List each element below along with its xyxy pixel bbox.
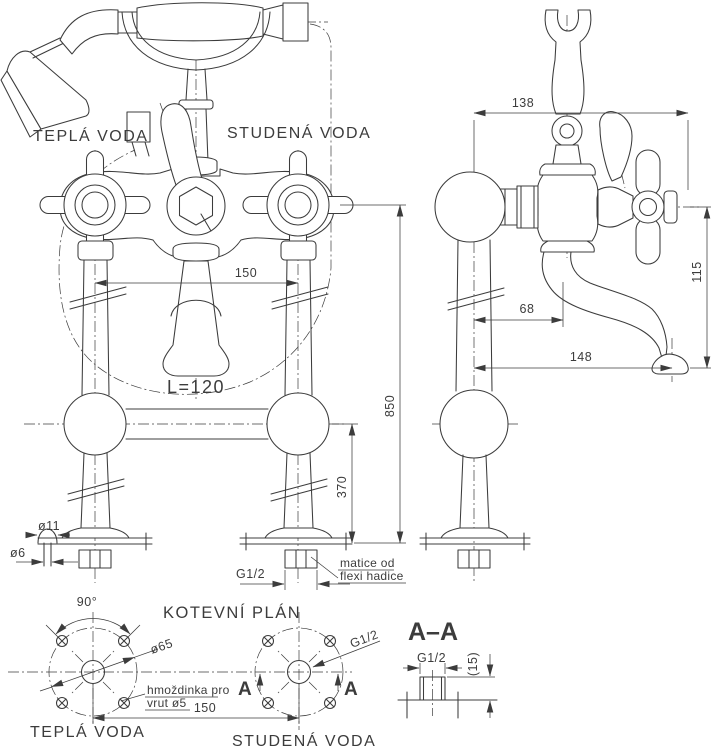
note-nut-line2: flexi hadice — [340, 569, 404, 583]
anchor-screws-cold — [261, 634, 337, 710]
shower-grip — [136, 2, 264, 42]
shower-handle-curve — [59, 9, 119, 55]
hose-fitting — [262, 4, 284, 40]
dim-bolt-circle: ø65 — [148, 636, 174, 657]
note-anchor-line2: vrut ø5 — [147, 696, 186, 710]
diverter-lever — [160, 103, 226, 236]
dim-total-height: 850 — [383, 395, 397, 417]
flexi-hose-path — [58, 23, 332, 395]
cold-handle — [242, 150, 354, 260]
dim-leg-height: 370 — [335, 476, 349, 498]
section-marker-left: A — [238, 679, 252, 700]
label-cold-water-plan: STUDENÁ VODA — [232, 731, 376, 750]
dim-spout-length: L=120 — [167, 377, 225, 397]
section-nut — [419, 670, 446, 716]
plan-title: KOTEVNÍ PLÁN — [163, 603, 301, 622]
hex-nut — [178, 186, 214, 226]
section-marker-right: A — [344, 679, 358, 700]
front-dimensions: 150 L=120 850 370 G1/2 matice od flexi h… — [94, 204, 406, 590]
section-title: A–A — [408, 618, 458, 646]
anchor-screw-detail: ø11 ø6 — [10, 519, 78, 567]
side-handle — [631, 149, 678, 265]
anchor-screws-hot — [55, 634, 131, 710]
hot-handle — [39, 150, 151, 260]
lever-side — [599, 111, 633, 182]
dim-handle-spacing: 150 — [235, 266, 257, 280]
side-riser — [419, 239, 531, 569]
spout-front — [162, 242, 230, 377]
label-hot-water-plan: TEPLÁ VODA — [30, 722, 145, 741]
front-bases — [37, 527, 353, 569]
side-dimensions: 138 115 68 148 — [473, 96, 711, 372]
dim-screw-angle: 90° — [77, 595, 97, 609]
front-view: ø11 ø6 150 L=120 850 370 G1/2 matice od … — [0, 2, 406, 590]
label-hot-water-top: TEPLÁ VODA — [33, 126, 148, 145]
dim-thread-front: G1/2 — [236, 567, 265, 581]
anchor-plan-view: KOTEVNÍ PLÁN 90° ø65 — [8, 595, 380, 750]
dim-spout-axis-offset: 68 — [520, 302, 535, 316]
dim-thread-section: G1/2 — [417, 651, 446, 665]
hose-nipple — [126, 111, 151, 157]
faucet-body-side — [434, 171, 634, 243]
section-view: A–A G1/2 (15) — [397, 618, 498, 719]
dim-anchor-screw-dia: ø6 — [10, 546, 26, 560]
note-anchor-line1: hmoždinka pro — [147, 683, 230, 697]
dim-spout-reach: 148 — [570, 350, 592, 364]
dim-depth: 138 — [512, 96, 534, 110]
side-view: 138 115 68 148 — [419, 9, 711, 583]
dim-anchor-head-dia: ø11 — [38, 519, 60, 533]
shower-fork — [539, 9, 596, 176]
plan-flange-hot: 90° ø65 hmoždinka pro vrut ø5 — [39, 595, 230, 717]
hand-shower — [0, 2, 309, 138]
plan-flange-cold: A A G1/2 — [238, 627, 380, 717]
dim-center-spacing: 150 — [194, 701, 216, 715]
dim-spout-drop: 115 — [690, 261, 704, 282]
note-nut-line1: matice od — [340, 556, 395, 570]
label-cold-water-top: STUDENÁ VODA — [227, 123, 371, 142]
dim-nut-height: (15) — [466, 652, 480, 676]
